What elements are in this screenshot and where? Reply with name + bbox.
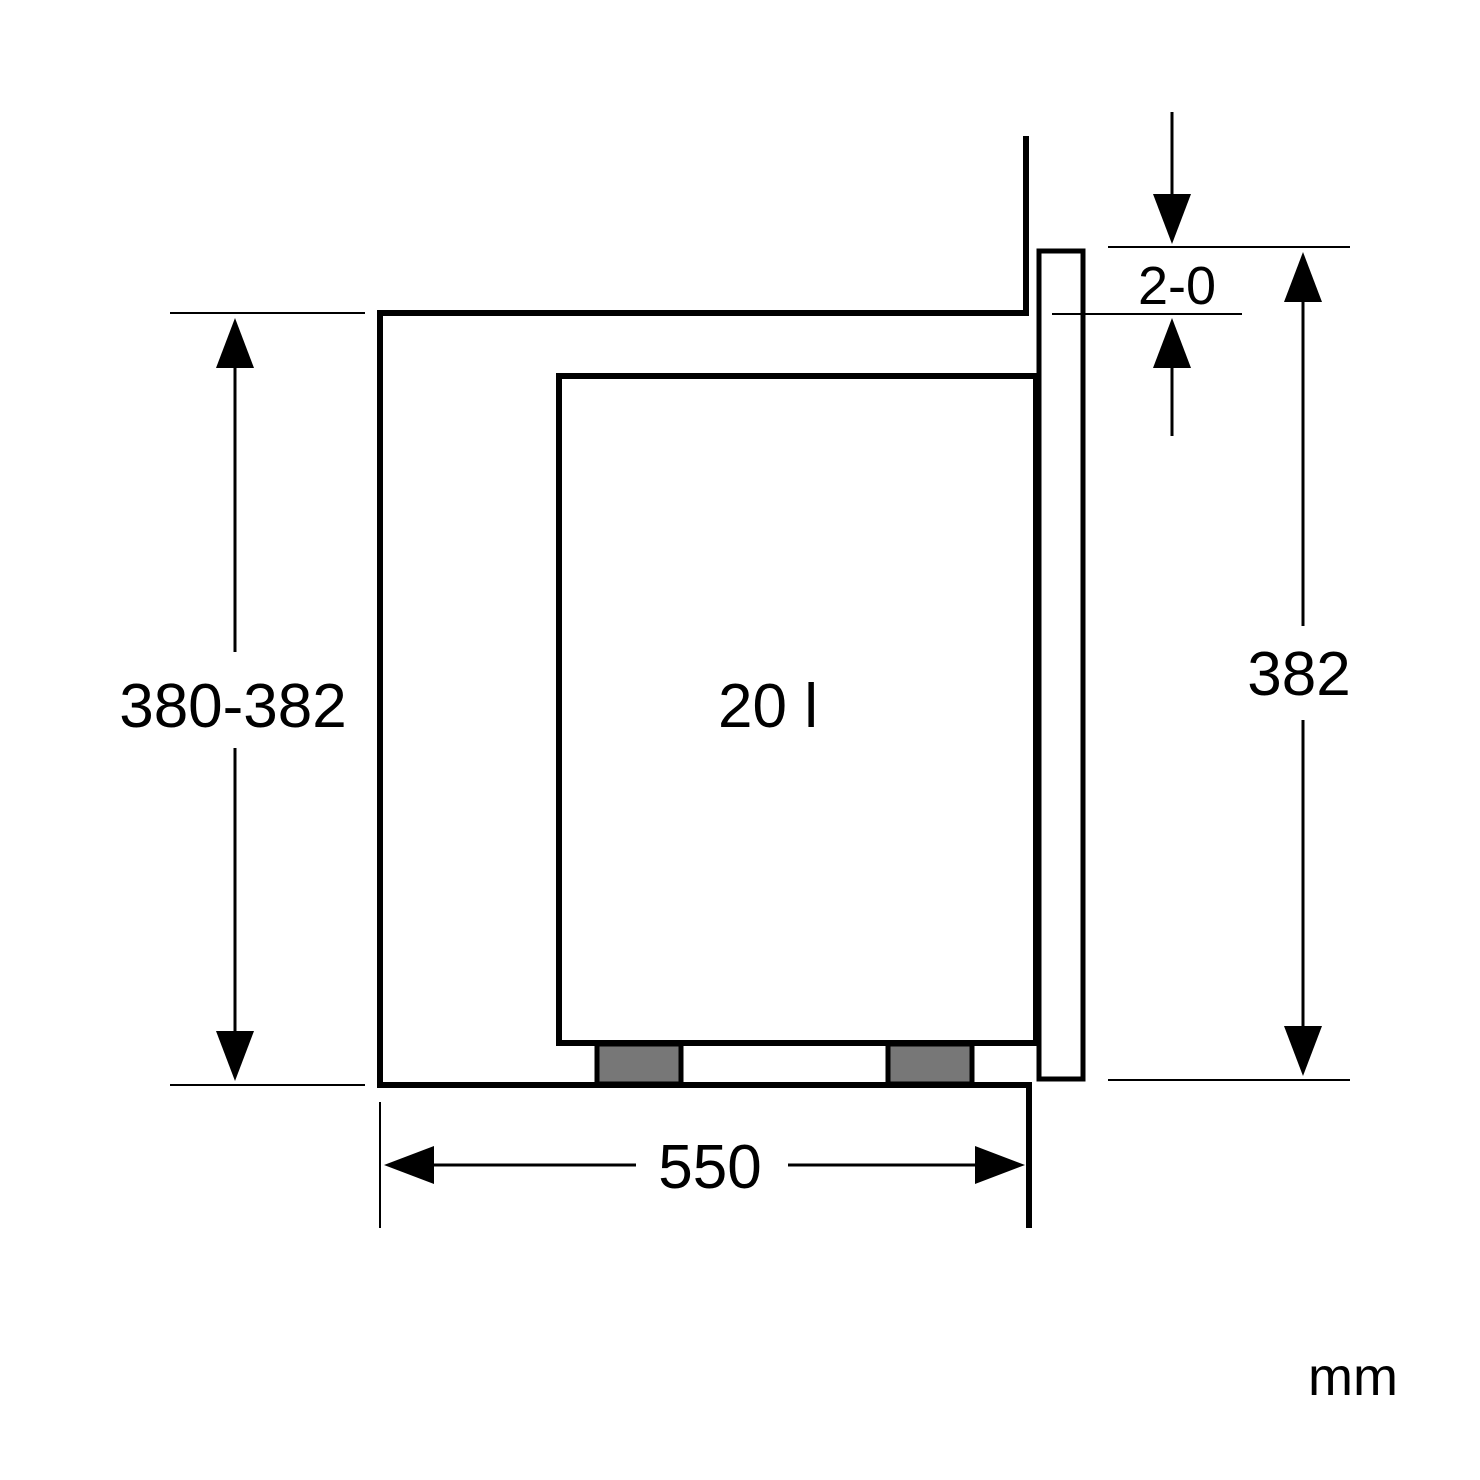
volume-label: 20 l	[718, 672, 818, 741]
arrow-down-icon	[1153, 194, 1191, 244]
arrow-right-icon	[975, 1146, 1025, 1184]
front-panel	[1036, 248, 1086, 1082]
cavity-height-dimension: 380-382	[119, 312, 365, 1086]
niche-outline	[377, 136, 1032, 1228]
arrow-up-icon	[1284, 252, 1322, 302]
unit-label: mm	[1308, 1347, 1398, 1407]
foot-right	[885, 1041, 975, 1087]
gap-dimension: 2-0	[1052, 112, 1242, 436]
arrow-up-icon	[1153, 318, 1191, 368]
arrow-down-icon	[216, 1031, 254, 1081]
appliance-height-dimension: 382	[1108, 246, 1351, 1081]
appliance-height-label: 382	[1247, 640, 1350, 709]
appliance-body	[556, 373, 1039, 1046]
cavity-depth-label: 550	[658, 1133, 761, 1202]
arrow-up-icon	[216, 318, 254, 368]
arrow-down-icon	[1284, 1026, 1322, 1076]
foot-left	[594, 1041, 684, 1087]
gap-label: 2-0	[1138, 256, 1216, 316]
arrow-left-icon	[384, 1146, 434, 1184]
cavity-depth-dimension: 550	[379, 1102, 1025, 1228]
cavity-height-label: 380-382	[119, 672, 347, 741]
